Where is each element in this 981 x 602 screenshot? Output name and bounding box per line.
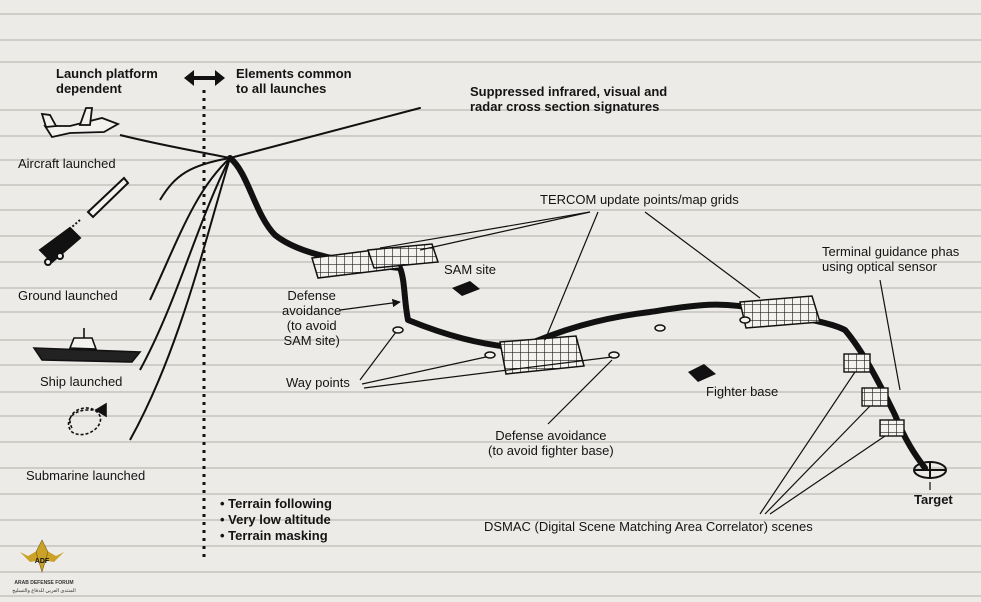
background-text-texture (0, 13, 981, 597)
target-icon (913, 461, 947, 479)
sam-site-marker (452, 281, 480, 296)
pointer-lines (339, 211, 931, 515)
emblem-caption-arabic: المنتدى العربي للدفاع والتسليح (12, 588, 76, 594)
elements-common-label: Elements common to all launches (236, 66, 352, 96)
launch-paths (119, 134, 231, 441)
way-point (654, 324, 666, 332)
dsmac-scene-2 (861, 387, 889, 407)
dsmac-label: DSMAC (Digital Scene Matching Area Corre… (484, 519, 813, 534)
missile-route (227, 107, 928, 471)
tercom-grid-2 (366, 243, 440, 269)
tercom-grid-3 (499, 335, 585, 375)
flight-characteristics-list: Terrain following Very low altitude Terr… (220, 496, 332, 544)
submarine-launched-label: Submarine launched (26, 468, 146, 483)
dsmac-scenes (843, 353, 905, 437)
aircraft-launched-label: Aircraft launched (18, 156, 116, 171)
ship-icon (32, 328, 142, 363)
dsmac-scene-3 (879, 419, 905, 437)
way-point (739, 316, 751, 324)
arab-defense-forum-logo: ADF (20, 539, 64, 574)
ground-launched-label: Ground launched (18, 288, 118, 303)
svg-text:ADF: ADF (35, 558, 50, 565)
dsmac-scene-1 (843, 353, 871, 373)
defense-avoidance-sam-label: Defense avoidance (to avoid SAM site) (282, 288, 342, 348)
way-point (392, 326, 404, 334)
bullet-very-low-altitude: Very low altitude (220, 512, 332, 528)
emblem-caption: ARAB DEFENSE FORUM (14, 580, 74, 586)
launch-platform-label: Launch platform dependent (56, 66, 158, 96)
tercom-label: TERCOM update points/map grids (540, 192, 739, 207)
fighter-base-marker (688, 364, 716, 382)
submarine-path-icon (67, 402, 107, 436)
way-points-label: Way points (286, 375, 350, 390)
terminal-guidance-label: Terminal guidance phas using optical sen… (822, 244, 960, 274)
way-point (484, 351, 496, 359)
tercom-grids (311, 243, 821, 375)
sam-site-label: SAM site (444, 262, 497, 277)
tercom-grid-4 (739, 295, 821, 329)
bullet-terrain-following: Terrain following (220, 496, 332, 512)
target-label: Target (914, 492, 953, 507)
bullet-terrain-masking: Terrain masking (220, 528, 332, 544)
defense-avoidance-fighter-label: Defense avoidance (to avoid fighter base… (488, 428, 614, 458)
suppressed-signatures-label: Suppressed infrared, visual and radar cr… (470, 84, 668, 114)
aircraft-icon (40, 107, 121, 139)
ground-launcher-icon (38, 176, 130, 266)
fighter-base-label: Fighter base (706, 384, 779, 399)
double-arrow-icon (184, 70, 225, 86)
ship-launched-label: Ship launched (40, 374, 123, 389)
